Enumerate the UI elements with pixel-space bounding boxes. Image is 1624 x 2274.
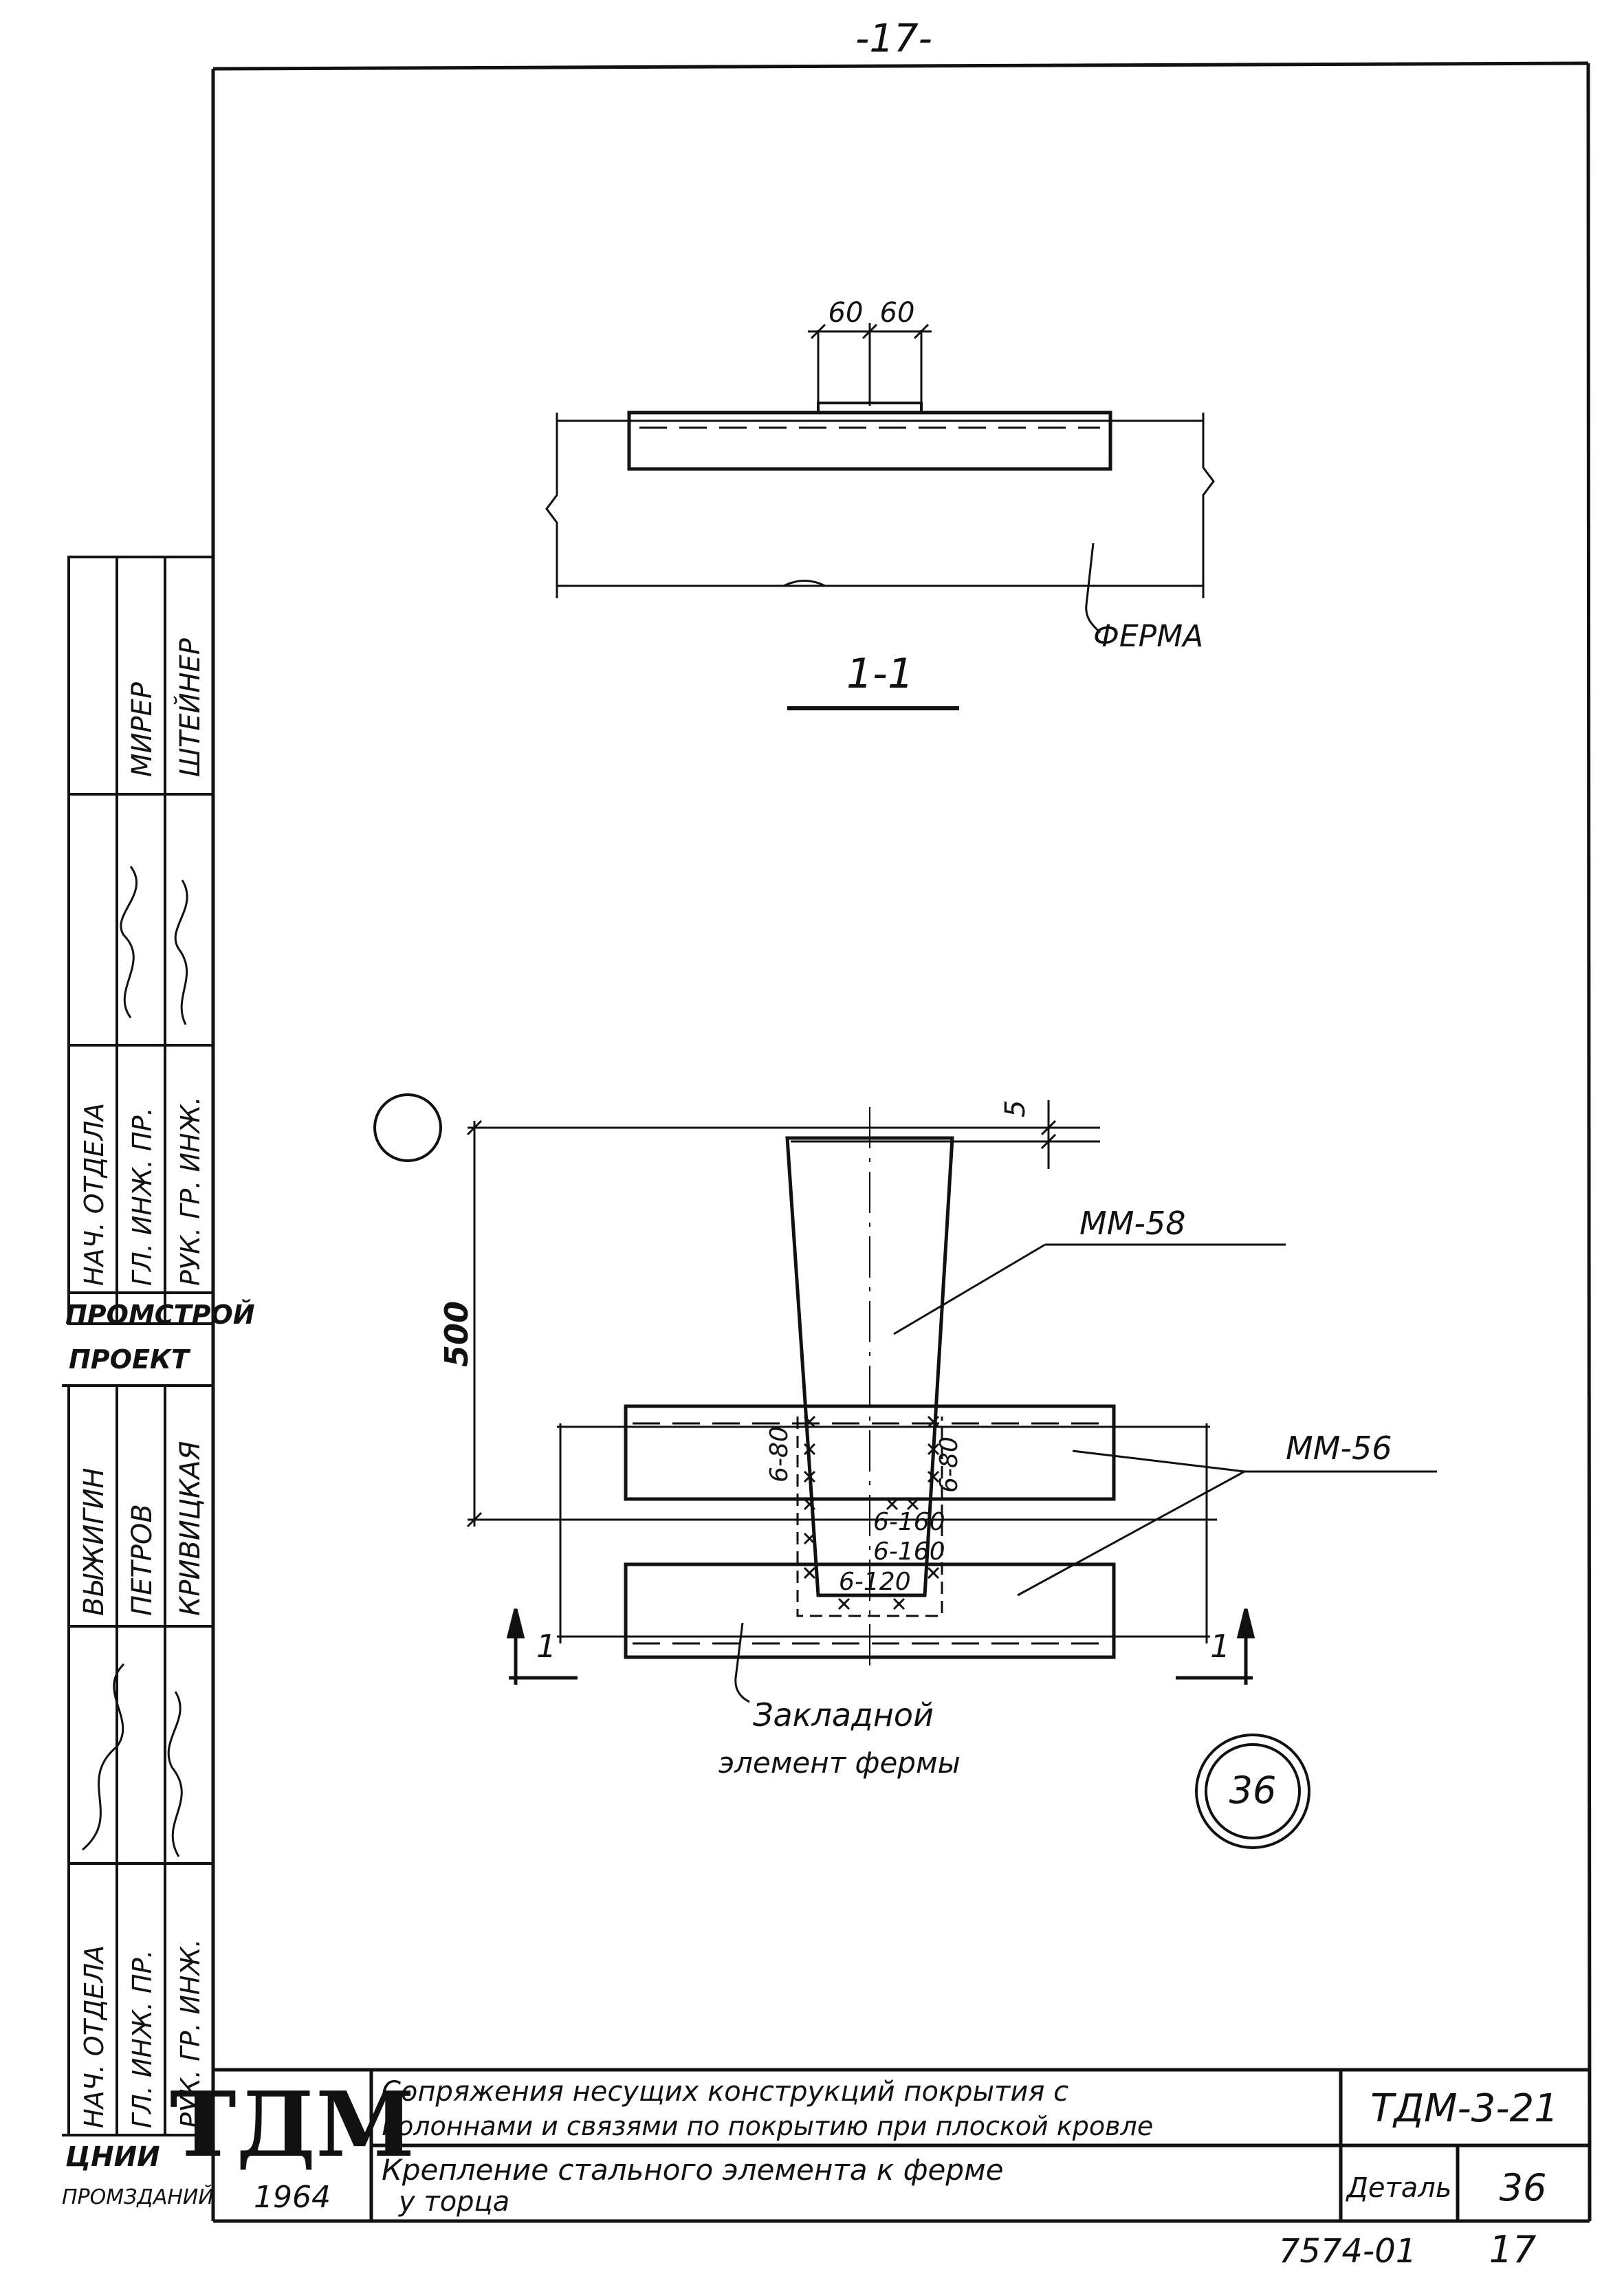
- dimension-60-60: [808, 323, 932, 406]
- axis-marker: [373, 1093, 442, 1162]
- bottom-page: 17: [1489, 2228, 1537, 2271]
- stamp-top-role-3: РУК. ГР. ИНЖ.: [175, 1097, 206, 1286]
- weld-6-160-b: 6-160: [873, 1538, 945, 1566]
- stamp-bottom-name-1: ВЫЖИГИН: [78, 1468, 110, 1616]
- stamp-top-name-1: МИРЕР: [127, 681, 158, 777]
- signature-4: [167, 1691, 183, 1857]
- weld-marks: [803, 1415, 940, 1610]
- inst-line-2: ПРОМЗДАНИЙ: [62, 2185, 214, 2209]
- section-cut-right: [1176, 1608, 1255, 1685]
- stamp-bottom-role-2: ГЛ. ИНЖ. ПР.: [127, 1949, 157, 2128]
- truss-label: ФЕРМА: [1093, 619, 1203, 654]
- weld-6-160-a: 6-160: [873, 1508, 945, 1536]
- title-block: ТДМ 1964 Сопряжения несущих конструкций …: [170, 2068, 1590, 2271]
- stamp-bottom-name-2: ПЕТРОВ: [127, 1504, 158, 1616]
- weld-6-80-left: 6-80: [765, 1426, 793, 1483]
- section-1-1: 60 60 ФЕРМА 1-1: [545, 297, 1215, 710]
- detail-label: Деталь: [1346, 2172, 1452, 2204]
- cut-label-right: 1: [1210, 1628, 1230, 1665]
- series-title-1: Сопряжения несущих конструкций покрытия …: [382, 2076, 1068, 2108]
- element-mm58: [785, 1136, 954, 1597]
- sheet-title-1: Крепление стального элемента к ферме: [382, 2153, 1004, 2187]
- plate-mm56-top: [624, 1404, 1116, 1501]
- drawing-code: ТДМ-3-21: [1370, 2086, 1559, 2131]
- dim-60-left: 60: [829, 297, 864, 329]
- page-number-top: -17-: [855, 17, 932, 61]
- signature-2: [174, 879, 188, 1025]
- dim-60-right: 60: [880, 297, 915, 329]
- detail-number: 36: [1500, 2166, 1547, 2209]
- logo-tdm: ТДМ: [170, 2072, 415, 2177]
- year: 1964: [254, 2180, 331, 2215]
- cut-label-left: 1: [536, 1628, 556, 1665]
- stamp-bottom-role-1: НАЧ. ОТДЕЛА: [79, 1945, 109, 2128]
- section-cut-left: [506, 1608, 578, 1685]
- detail-circle-inner: [1205, 1743, 1301, 1839]
- dim-5: 5: [1000, 1100, 1031, 1117]
- stamp-top-role-1: НАЧ. ОТДЕЛА: [79, 1103, 109, 1286]
- stamp-bottom-name-3: КРИВИЦКАЯ: [175, 1441, 206, 1616]
- stamp-top-name-2: ШТЕЙНЕР: [173, 637, 206, 777]
- sheet-title-2: у торца: [398, 2186, 509, 2218]
- detail-number-circle: 36: [1229, 1769, 1277, 1812]
- embedded-label-2: элемент фермы: [718, 1746, 961, 1780]
- signature-1: [120, 866, 138, 1018]
- detail-circle-outer: [1195, 1734, 1310, 1849]
- inst-line-1: ЦНИИ: [65, 2141, 160, 2173]
- org-line-2: ПРОЕКТ: [69, 1344, 191, 1375]
- bottom-number: 7574-01: [1279, 2232, 1417, 2271]
- org-line-1: ПРОМСТРОЙ: [65, 1300, 255, 1330]
- stamp-top-role-2: ГЛ. ИНЖ. ПР.: [127, 1107, 157, 1286]
- stamp-bottom-role-3: РУК. ГР. ИНЖ.: [175, 1939, 206, 2128]
- weld-6-120: 6-120: [839, 1568, 911, 1596]
- dim-500: 500: [438, 1301, 475, 1367]
- plate-mm56-bottom: [624, 1562, 1116, 1659]
- label-mm58: ММ-58: [1079, 1205, 1186, 1242]
- side-stamp: НАЧ. ОТДЕЛА ГЛ. ИНЖ. ПР. РУК. ГР. ИНЖ. М…: [62, 556, 255, 2209]
- signature-3: [82, 1663, 125, 1851]
- weld-6-80-right: 6-80: [935, 1436, 963, 1493]
- series-title-2: колоннами и связями по покрытию при плос…: [382, 2111, 1153, 2141]
- label-mm56: ММ-56: [1286, 1430, 1392, 1467]
- plan-view: 5 500: [373, 1093, 1437, 1849]
- embedded-label-1: Закладной: [753, 1696, 934, 1734]
- embedded-plate-section: [627, 411, 1112, 471]
- section-title: 1-1: [846, 650, 914, 698]
